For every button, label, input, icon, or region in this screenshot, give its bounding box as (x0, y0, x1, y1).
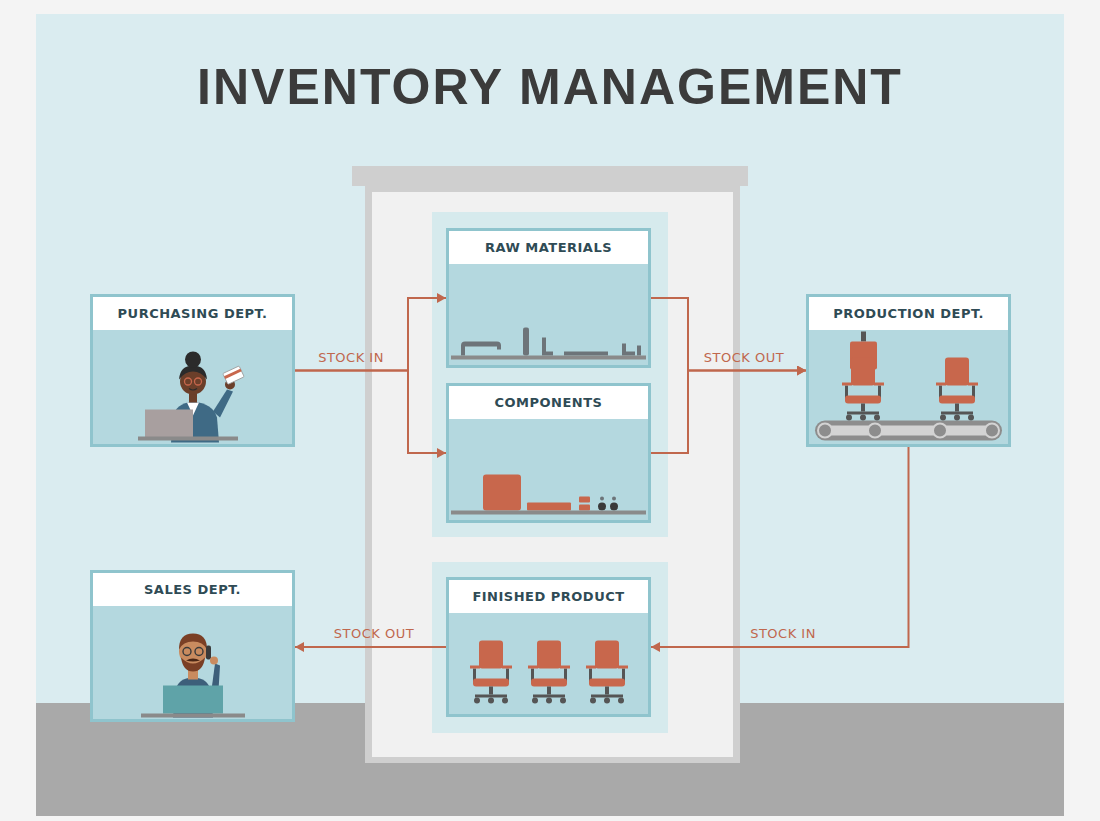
components-illustration (449, 419, 648, 520)
box-header: SALES DEPT. (93, 573, 292, 606)
illustration-part (224, 369, 242, 379)
raw-materials-illustration (449, 264, 648, 365)
flow-arrow (651, 447, 909, 647)
box-body (449, 419, 648, 520)
illustration-part (432, 562, 668, 733)
box-title: SALES DEPT. (144, 582, 241, 597)
department-box: PRODUCTION DEPT. (806, 294, 1011, 447)
box-title: COMPONENTS (495, 395, 603, 410)
illustration-part (818, 424, 832, 438)
illustration-part (579, 497, 590, 503)
illustration-part (610, 503, 618, 511)
box-header: PRODUCTION DEPT. (809, 297, 1008, 330)
box-body (449, 264, 648, 365)
illustration-part (528, 641, 570, 704)
illustration-part (206, 646, 211, 660)
box-header: COMPONENTS (449, 386, 648, 419)
illustration-part (451, 511, 646, 515)
illustration-part (483, 475, 521, 511)
flow-label: STOCK IN (750, 626, 816, 641)
illustration-part (183, 648, 191, 656)
illustration-part (223, 366, 244, 384)
flow-label: STOCK OUT (334, 626, 414, 641)
salesperson-illustration (93, 606, 292, 719)
finished-chairs-illustration (449, 613, 648, 714)
box-body (93, 606, 292, 719)
department-box: PURCHASING DEPT. (90, 294, 295, 447)
illustration-part (936, 358, 978, 421)
box-title: PRODUCTION DEPT. (833, 306, 984, 321)
box-body (809, 330, 1008, 444)
warehouse-building (352, 166, 748, 763)
illustration-part (195, 648, 203, 656)
flow-arrow (651, 371, 806, 454)
illustration-part (470, 641, 512, 704)
illustration-part (861, 332, 866, 342)
illustration-part (210, 657, 218, 665)
box-title: RAW MATERIALS (485, 240, 612, 255)
illustration-part (365, 186, 740, 763)
illustration-part (842, 358, 884, 421)
illustration-part (432, 212, 668, 537)
illustration-part (213, 390, 233, 418)
flow-label: STOCK OUT (704, 350, 784, 365)
illustration-part (985, 424, 999, 438)
illustration-part (612, 497, 616, 501)
box-body (449, 613, 648, 714)
illustration-part (461, 342, 501, 356)
illustration-part (598, 503, 606, 511)
purchaser-illustration (93, 330, 292, 444)
illustration-part (586, 641, 628, 704)
illustration-part (189, 394, 197, 403)
box-header: PURCHASING DEPT. (93, 297, 292, 330)
illustration-part (622, 344, 635, 356)
illustration-part (868, 424, 882, 438)
illustration-part (189, 389, 197, 391)
illustration-part (451, 356, 646, 360)
flow-label: STOCK IN (318, 350, 384, 365)
illustration-part (564, 352, 608, 356)
stock-box: FINISHED PRODUCT (446, 577, 651, 717)
illustration-part (186, 659, 200, 662)
illustration-part (637, 346, 641, 356)
illustration-part (141, 714, 245, 718)
illustration-part (181, 658, 205, 672)
illustration-part (185, 352, 201, 368)
illustration-part (523, 328, 529, 356)
illustration-part (542, 338, 553, 356)
illustration-part (579, 505, 590, 511)
stock-box: COMPONENTS (446, 383, 651, 523)
flow-arrow (295, 298, 446, 371)
stock-box: RAW MATERIALS (446, 228, 651, 368)
illustration-part (195, 378, 202, 385)
flow-arrow (651, 298, 806, 371)
department-box: SALES DEPT. (90, 570, 295, 722)
box-header: RAW MATERIALS (449, 231, 648, 264)
illustration-part (185, 378, 192, 385)
illustration-part (36, 14, 1064, 816)
illustration-part (600, 497, 604, 501)
illustration-part (821, 426, 996, 436)
production-illustration (809, 330, 1008, 444)
flow-arrow (295, 646, 446, 648)
illustration-part (815, 421, 1002, 441)
illustration-part (145, 410, 193, 438)
illustration-part (179, 366, 207, 380)
box-header: FINISHED PRODUCT (449, 580, 648, 613)
illustration-part (352, 166, 748, 186)
illustration-part (163, 686, 223, 714)
illustration-part (223, 366, 244, 384)
title: INVENTORY MANAGEMENT (0, 58, 1100, 116)
illustration-part (461, 328, 641, 356)
illustration-part (372, 192, 733, 757)
flow-arrow (295, 371, 446, 454)
box-body (93, 330, 292, 444)
box-title: PURCHASING DEPT. (118, 306, 268, 321)
illustration-part (933, 424, 947, 438)
illustration-part (527, 503, 571, 511)
box-title: FINISHED PRODUCT (472, 589, 624, 604)
illustration-part (138, 437, 238, 441)
illustration-part (179, 634, 207, 650)
